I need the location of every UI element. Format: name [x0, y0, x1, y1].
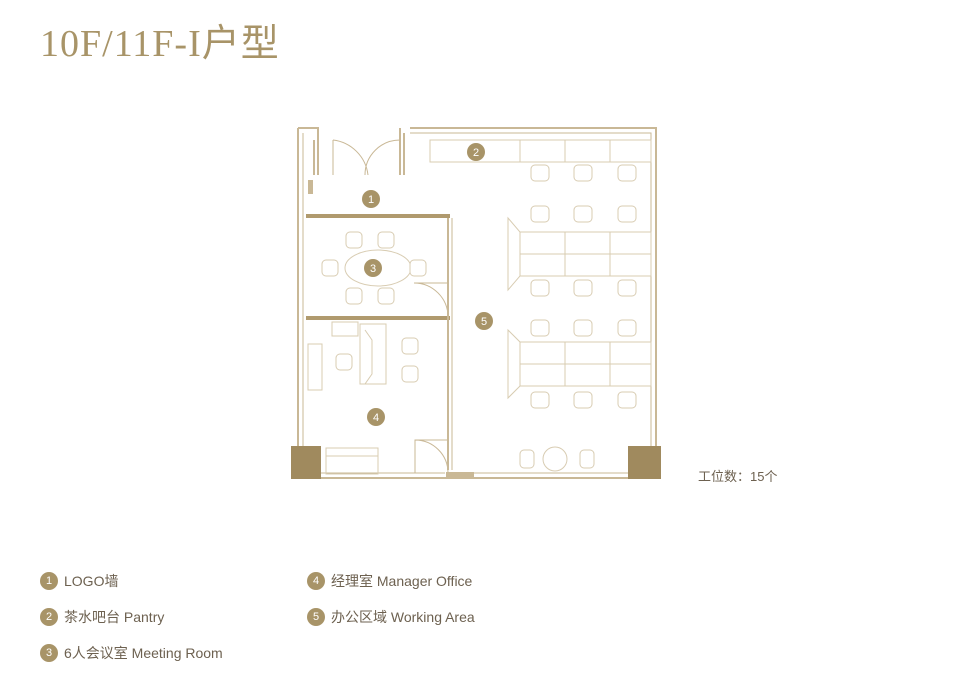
pantry-counter	[429, 139, 652, 163]
legend-number: 3	[40, 644, 58, 662]
legend-number: 4	[307, 572, 325, 590]
svg-text:2: 2	[473, 147, 479, 159]
column-left	[291, 446, 321, 479]
work-desks	[507, 216, 652, 400]
svg-text:4: 4	[373, 412, 379, 424]
legend-item-3: 3 6人会议室 Meeting Room	[40, 643, 223, 663]
legend-text: 6人会议室 Meeting Room	[64, 645, 223, 661]
manager-office-door	[414, 439, 449, 474]
legend-text: 经理室 Manager Office	[331, 573, 473, 589]
marker-1: 1	[362, 190, 380, 208]
chairs	[321, 164, 637, 469]
entrance-door	[332, 139, 401, 176]
wall-fixture	[308, 180, 313, 194]
marker-3: 3	[364, 259, 382, 277]
svg-text:1: 1	[368, 194, 374, 206]
svg-text:5: 5	[481, 316, 487, 328]
workstation-count: 工位数：15个	[698, 469, 778, 484]
interior-walls	[306, 214, 453, 470]
manager-furniture	[307, 321, 387, 475]
meeting-room-door	[413, 282, 449, 318]
svg-text:3: 3	[370, 263, 376, 275]
legend-text: LOGO墙	[64, 573, 119, 589]
marker-5: 5	[475, 312, 493, 330]
threshold	[446, 472, 474, 478]
legend-number: 2	[40, 608, 58, 626]
outer-walls	[297, 127, 657, 479]
marker-2: 2	[467, 143, 485, 161]
legend-number: 1	[40, 572, 58, 590]
legend-number: 5	[307, 608, 325, 626]
marker-4: 4	[367, 408, 385, 426]
legend-item-2: 2 茶水吧台 Pantry	[40, 607, 164, 627]
legend-text: 办公区域 Working Area	[331, 609, 475, 625]
legend-item-1: 1 LOGO墙	[40, 571, 118, 591]
column-right	[628, 446, 661, 479]
page-title: 10F/11F-I户型	[40, 23, 280, 65]
round-table	[542, 446, 568, 472]
legend-text: 茶水吧台 Pantry	[64, 609, 165, 625]
legend-item-5: 5 办公区域 Working Area	[307, 607, 475, 627]
legend-item-4: 4 经理室 Manager Office	[307, 571, 472, 591]
